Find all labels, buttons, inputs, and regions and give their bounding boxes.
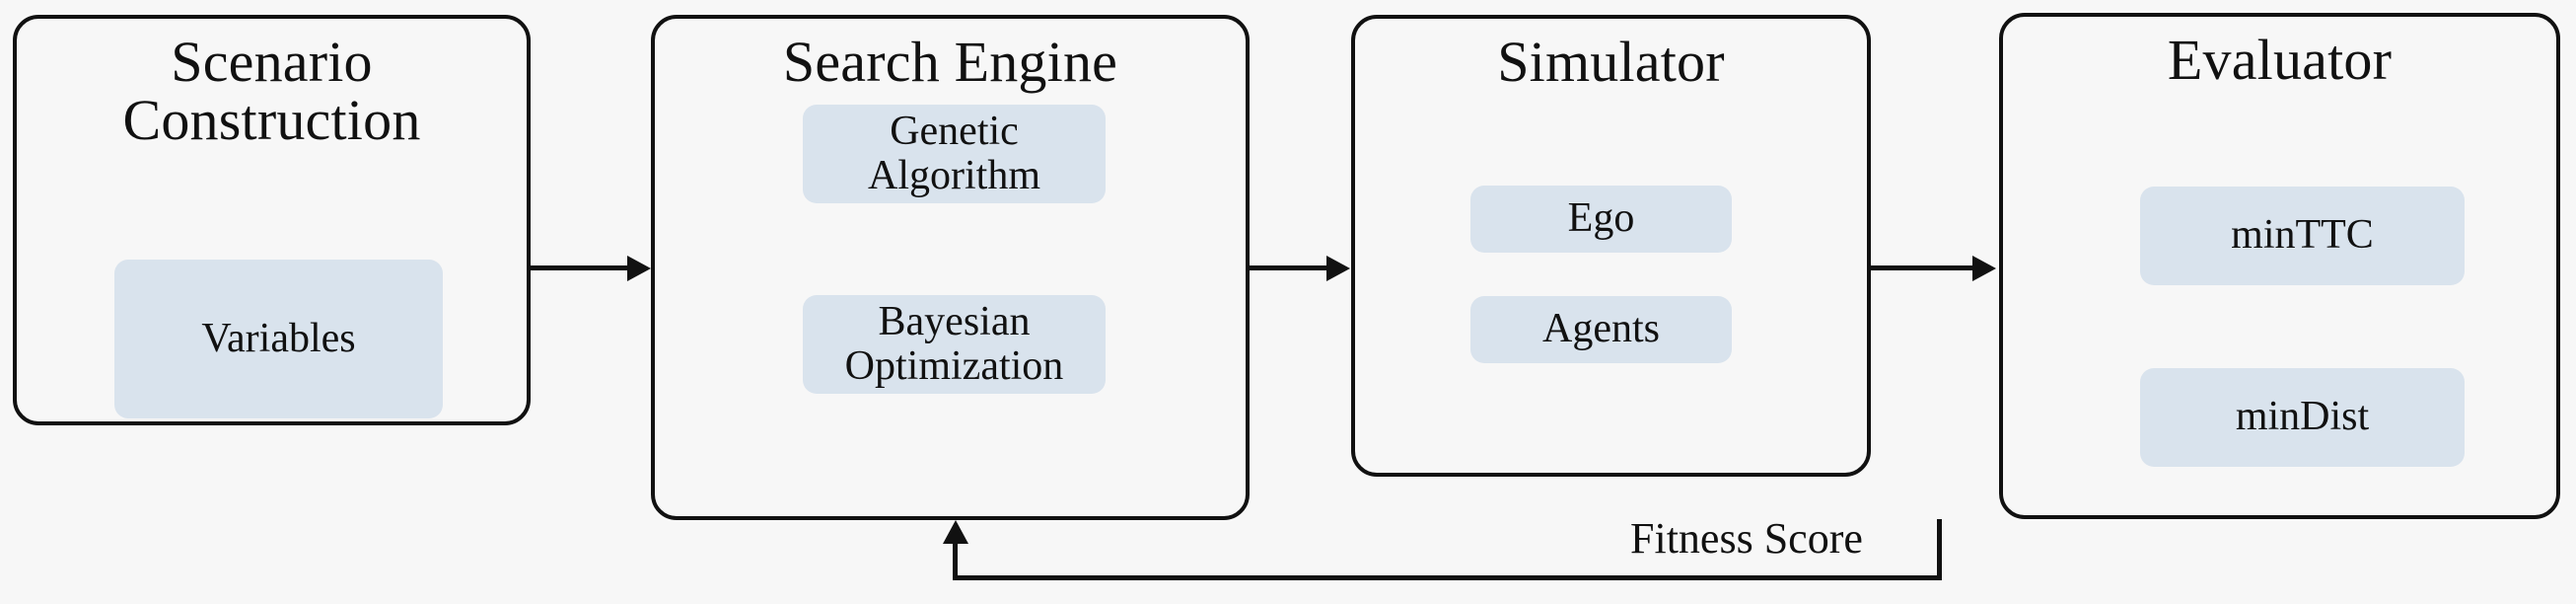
stage-title-search-engine: Search Engine — [782, 30, 1118, 94]
chip-agents: Agents — [1470, 296, 1732, 363]
feedback-arrow-head — [943, 520, 968, 544]
chip-bayesian-optimization: Bayesian Optimization — [803, 295, 1106, 394]
stage-title-evaluator: Evaluator — [2167, 28, 2393, 92]
arrow-scenario-to-search-line — [531, 265, 629, 270]
feedback-line-up — [953, 544, 958, 580]
chip-mindist: minDist — [2140, 368, 2465, 467]
chip-minttc: minTTC — [2140, 187, 2465, 285]
stage-title-scenario-construction: Scenario Construction — [122, 30, 421, 153]
arrow-search-to-simulator-head — [1326, 256, 1350, 281]
arrow-simulator-to-evaluator-head — [1972, 256, 1996, 281]
arrow-scenario-to-search-head — [627, 256, 651, 281]
feedback-line-down — [1937, 519, 1942, 580]
chip-genetic-algorithm: Genetic Algorithm — [803, 105, 1106, 203]
stage-box-simulator: Simulator Ego Agents — [1351, 15, 1871, 477]
chip-ego: Ego — [1470, 186, 1732, 253]
stage-box-evaluator: Evaluator minTTC minDist — [1999, 13, 2560, 519]
arrow-simulator-to-evaluator-line — [1871, 265, 1974, 270]
arrow-search-to-simulator-line — [1250, 265, 1328, 270]
stage-box-search-engine: Search Engine Genetic Algorithm Bayesian… — [651, 15, 1250, 520]
chip-variables: Variables — [114, 260, 443, 418]
stage-title-simulator: Simulator — [1497, 30, 1725, 94]
feedback-label-fitness-score: Fitness Score — [1630, 514, 1863, 563]
stage-box-scenario-construction: Scenario Construction Variables — [13, 15, 531, 425]
feedback-line-bottom — [953, 575, 1942, 580]
